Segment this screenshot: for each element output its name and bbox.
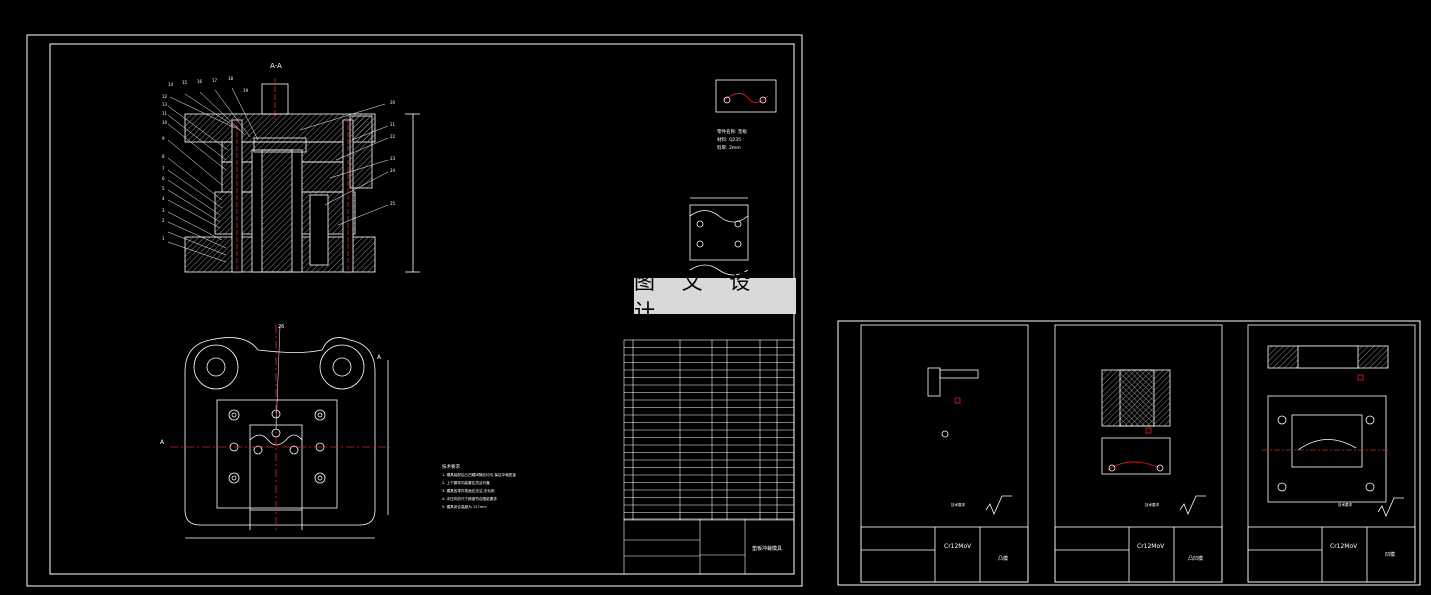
leader-lines-left xyxy=(167,87,259,263)
callout-number: 10 xyxy=(162,120,168,125)
callout-number: 18 xyxy=(228,76,234,81)
sheet-2-name: 凸模 xyxy=(998,555,1008,562)
sheet-2-material: Cr12MoV xyxy=(944,543,972,550)
part-label: 零件名称: 垫板 xyxy=(717,128,747,135)
callout-number: 23 xyxy=(390,156,396,161)
tech-line-1: 1. 模具装配后凸凹模间隙应均匀,保证冲裁质量 xyxy=(442,472,516,477)
section-view: A-A xyxy=(167,62,420,274)
sheet-3-name: 凸凹模 xyxy=(1188,555,1203,562)
tech-line-3: 3. 模具各零件表面应光洁,无毛刺 xyxy=(442,488,495,493)
callout-number: 13 xyxy=(162,102,168,107)
tech-line-5: 5. 模具闭合高度为 127mm xyxy=(442,504,487,509)
sheet-4-name: 凹模 xyxy=(1385,551,1395,558)
part-material: 材料: Q235 xyxy=(717,136,741,143)
callout-number: 1 xyxy=(162,236,165,241)
callout-number: 9 xyxy=(162,136,165,141)
callout-number: 16 xyxy=(197,79,203,84)
section-marker-left: A xyxy=(160,439,165,446)
leader-lines-right xyxy=(299,103,389,226)
right-sheets-frame xyxy=(837,320,1421,586)
callout-number: 14 xyxy=(168,82,174,87)
callout-number: 20 xyxy=(390,100,396,105)
parts-list-table xyxy=(623,339,795,521)
part-thickness: 料厚: 2mm xyxy=(717,144,741,151)
callout-number: 7 xyxy=(162,166,165,171)
sheet-2 xyxy=(860,324,1029,583)
part-sketch xyxy=(689,79,777,276)
tech-line-2: 2. 上下模导向装置应灵活可靠 xyxy=(442,480,490,485)
section-label: A-A xyxy=(270,62,282,70)
title-block-name: 垫板冲裁模具 xyxy=(752,545,782,552)
callout-number: 4 xyxy=(162,196,165,201)
sheet-3 xyxy=(1054,324,1223,583)
sheet-4 xyxy=(1247,324,1416,583)
callout-number: 21 xyxy=(390,122,396,127)
callout-number: 2 xyxy=(162,218,165,223)
callout-number: 5 xyxy=(162,186,165,191)
callout-number: 15 xyxy=(182,80,188,85)
title-block xyxy=(623,518,795,575)
callout-number: 3 xyxy=(162,208,165,213)
callout-number: 25 xyxy=(390,201,396,206)
bolt-holes xyxy=(228,409,326,484)
callout-26: 26 xyxy=(278,324,284,330)
sheet-4-material: Cr12MoV xyxy=(1330,543,1358,550)
callout-number: 17 xyxy=(212,78,218,83)
callout-number: 19 xyxy=(243,88,249,93)
callout-number: 24 xyxy=(390,168,396,173)
watermark: 图 文 设 计 xyxy=(634,270,796,324)
tech-line-4: 4. 冲压件的尺寸精度符合图纸要求 xyxy=(442,496,497,501)
lower-plate-outline xyxy=(184,337,376,526)
callout-number: 6 xyxy=(162,176,165,181)
sheet-3-material: Cr12MoV xyxy=(1137,543,1165,550)
sheet-2-tech-title: 技术要求 xyxy=(951,502,965,507)
sheet-3-tech-title: 技术要求 xyxy=(1145,502,1160,507)
main-sheet-outer-border xyxy=(26,34,803,587)
plan-view xyxy=(170,325,390,539)
callout-number: 11 xyxy=(162,111,168,116)
callout-number: 12 xyxy=(162,94,168,99)
tech-requirements-title: 技术要求 xyxy=(442,463,460,470)
callout-number: 8 xyxy=(162,154,165,159)
sheet-4-tech-title: 技术要求 xyxy=(1338,502,1353,507)
section-marker-right: A xyxy=(377,354,382,361)
callout-number: 22 xyxy=(390,134,396,139)
watermark-text: 图 文 设 计 xyxy=(634,270,761,324)
